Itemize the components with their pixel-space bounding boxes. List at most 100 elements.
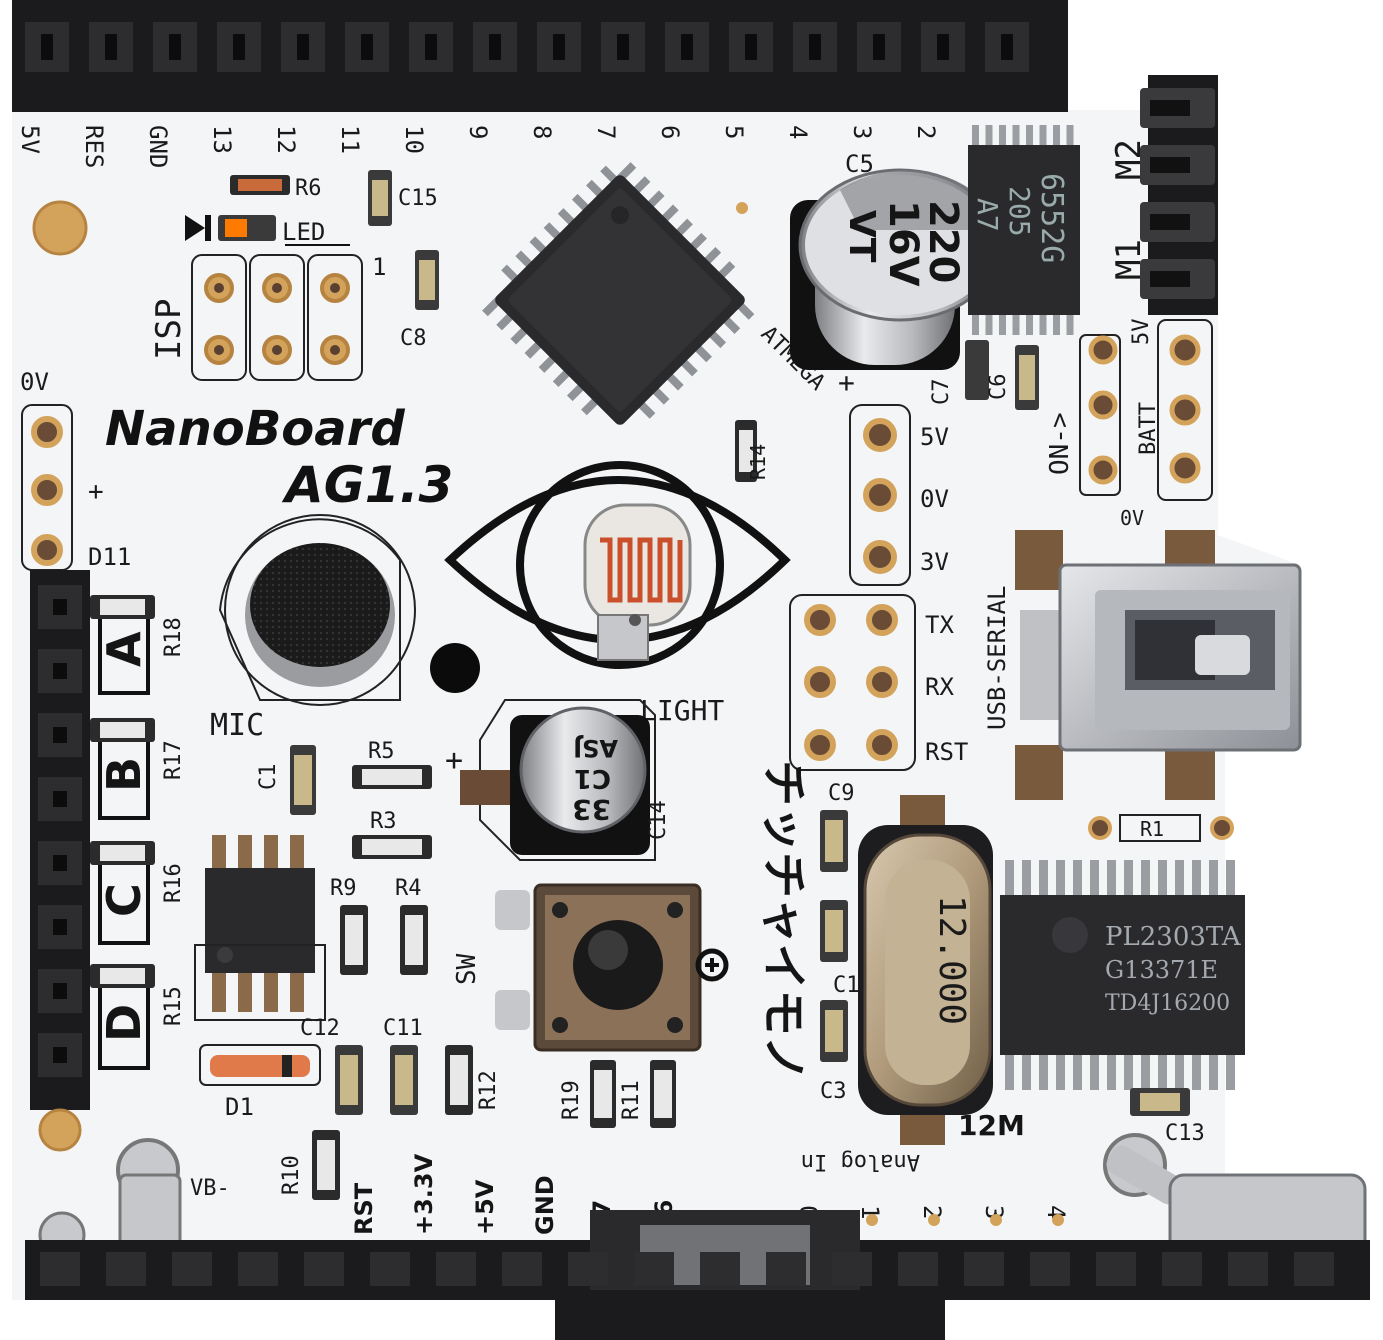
serial-rst-label: RST — [925, 738, 968, 766]
ic-6552-line1: 6552G — [1034, 173, 1069, 263]
c11-label: C11 — [383, 1016, 423, 1041]
cap-220-line2: 16V — [880, 200, 926, 287]
left-resistor-label: R17 — [161, 740, 186, 780]
c14-label: C14 — [646, 800, 671, 840]
d1-label: D1 — [225, 1093, 254, 1121]
analog-in-label: Analog In — [801, 1149, 920, 1174]
top-pin-label: RES — [80, 125, 108, 168]
r4-label: R4 — [395, 876, 422, 901]
usb-serial-label: USB-SERIAL — [983, 586, 1011, 731]
cap-33-line2: C1 — [574, 763, 611, 793]
svg-text:+: + — [838, 366, 855, 399]
bottom-pin-label: GND — [531, 1175, 559, 1235]
opamp-chip — [194, 835, 326, 1021]
usb-connector — [1015, 530, 1302, 800]
left-resistor-label: R16 — [161, 863, 186, 903]
top-pin-label: 8 — [528, 125, 556, 139]
bottom-pin-label: +5V — [471, 1179, 499, 1235]
svg-text:+: + — [445, 743, 463, 778]
left-resistor-label: R18 — [161, 617, 186, 657]
r6-label: R6 — [295, 176, 322, 201]
battery-area: ON-> 5V BATT 0V — [1045, 319, 1213, 530]
crystal-12mhz: 12.000 12M — [858, 795, 1025, 1145]
batt-5v-label: 5V — [1129, 319, 1154, 346]
r3-label: R3 — [370, 809, 397, 834]
power-pins: 5V 0V 3V — [849, 404, 949, 586]
ic-6552g: 6552G 205 A7 — [968, 125, 1080, 335]
pl2303-line1: PL2303TA — [1105, 922, 1242, 952]
r19-label: R19 — [559, 1080, 584, 1120]
left-power-pins: 0V + D11 — [20, 368, 131, 571]
top-pin-label: 12 — [272, 125, 300, 154]
microphone: MIC — [210, 514, 416, 743]
c8-label: C8 — [400, 326, 427, 351]
pl2303-line3: TD4J16200 — [1105, 991, 1230, 1016]
cap-220uf: C5 220 16V VT + — [790, 150, 1002, 399]
power-3v-label: 3V — [920, 548, 949, 576]
power-5v-label: 5V — [920, 423, 949, 451]
analog-pin-label: 3 — [980, 1205, 1008, 1219]
top-pin-label: 5 — [720, 125, 748, 139]
cap-220-line1: 220 — [920, 200, 966, 284]
sw-label: SW — [452, 953, 482, 985]
c1-label: C1 — [256, 764, 281, 791]
r9-label: R9 — [330, 876, 357, 901]
c15-label: C15 — [398, 186, 438, 211]
top-pin-label: 13 — [208, 125, 236, 154]
r5-label: R5 — [368, 739, 395, 764]
cap-33uf: + 33 C1 ASJ C14 — [445, 699, 671, 861]
switch-letter: B — [97, 757, 151, 792]
isp-header: ISP 1 — [149, 253, 386, 381]
batt-0v-label: 0V — [1120, 506, 1144, 530]
r11-label: R11 — [619, 1080, 644, 1120]
c9-label: C9 — [828, 781, 855, 806]
serial-pins: TX RX RST USB-SERIAL — [789, 586, 1011, 771]
serial-rx-label: RX — [925, 673, 954, 701]
motor-m1-label: M1 — [1109, 239, 1149, 280]
top-pin-label: 2 — [912, 125, 940, 139]
top-pin-label: 9 — [464, 125, 492, 139]
isp-pin1-label: 1 — [372, 253, 386, 281]
light-sensor: LIGHT — [444, 461, 791, 727]
motor-m2-label: M2 — [1109, 139, 1149, 180]
isp-label: ISP — [149, 299, 189, 360]
c13-label: C13 — [1165, 1121, 1205, 1146]
japanese-logo: チッチャイモノ — [757, 760, 811, 1082]
r1-label: R1 — [1140, 817, 1164, 841]
r12-label: R12 — [476, 1070, 501, 1110]
bottom-pin-label: +3.3V — [410, 1153, 438, 1235]
led-label: LED — [282, 218, 325, 246]
left-pin-d11-label: D11 — [88, 543, 131, 571]
c3-label: C3 — [820, 1079, 847, 1104]
c12-label: C12 — [300, 1016, 340, 1041]
analog-pin-label: 1 — [856, 1205, 884, 1219]
pl2303-line2: G13371E — [1105, 956, 1218, 984]
cap-33-line1: 33 — [572, 793, 611, 826]
top-pin-label: 10 — [400, 125, 428, 154]
atmega-chip — [482, 162, 755, 425]
analog-pin-label: 4 — [1042, 1205, 1070, 1219]
diode-d1: D1 — [199, 1044, 321, 1121]
top-header-pins — [25, 22, 1029, 72]
bottom-pin-label: RST — [350, 1182, 378, 1235]
push-switch: SW — [452, 883, 729, 1052]
pl2303-chip: PL2303TA G13371E TD4J16200 — [1000, 860, 1245, 1090]
top-pin-label: 3 — [848, 125, 876, 139]
top-pin-label: 11 — [336, 125, 364, 154]
top-pin-label: GND — [144, 125, 172, 168]
left-pin-0v-label: 0V — [20, 368, 49, 396]
brand-name: NanoBoard — [105, 401, 405, 457]
crystal-value: 12.000 — [931, 895, 972, 1025]
c7-label: C7 — [929, 379, 954, 406]
top-pin-label: 5V — [16, 125, 44, 154]
batt-label: BATT — [1136, 402, 1161, 455]
light-label: LIGHT — [640, 694, 724, 727]
ic-6552-line2: 205 — [1003, 186, 1036, 237]
mount-hole-center — [430, 643, 480, 693]
power-0v-label: 0V — [920, 485, 949, 513]
switch-letter: C — [97, 883, 151, 917]
batt-on-label: ON-> — [1045, 412, 1075, 475]
motor-header: M1 M2 — [1109, 75, 1218, 315]
left-pin-plus-label: + — [88, 477, 104, 507]
